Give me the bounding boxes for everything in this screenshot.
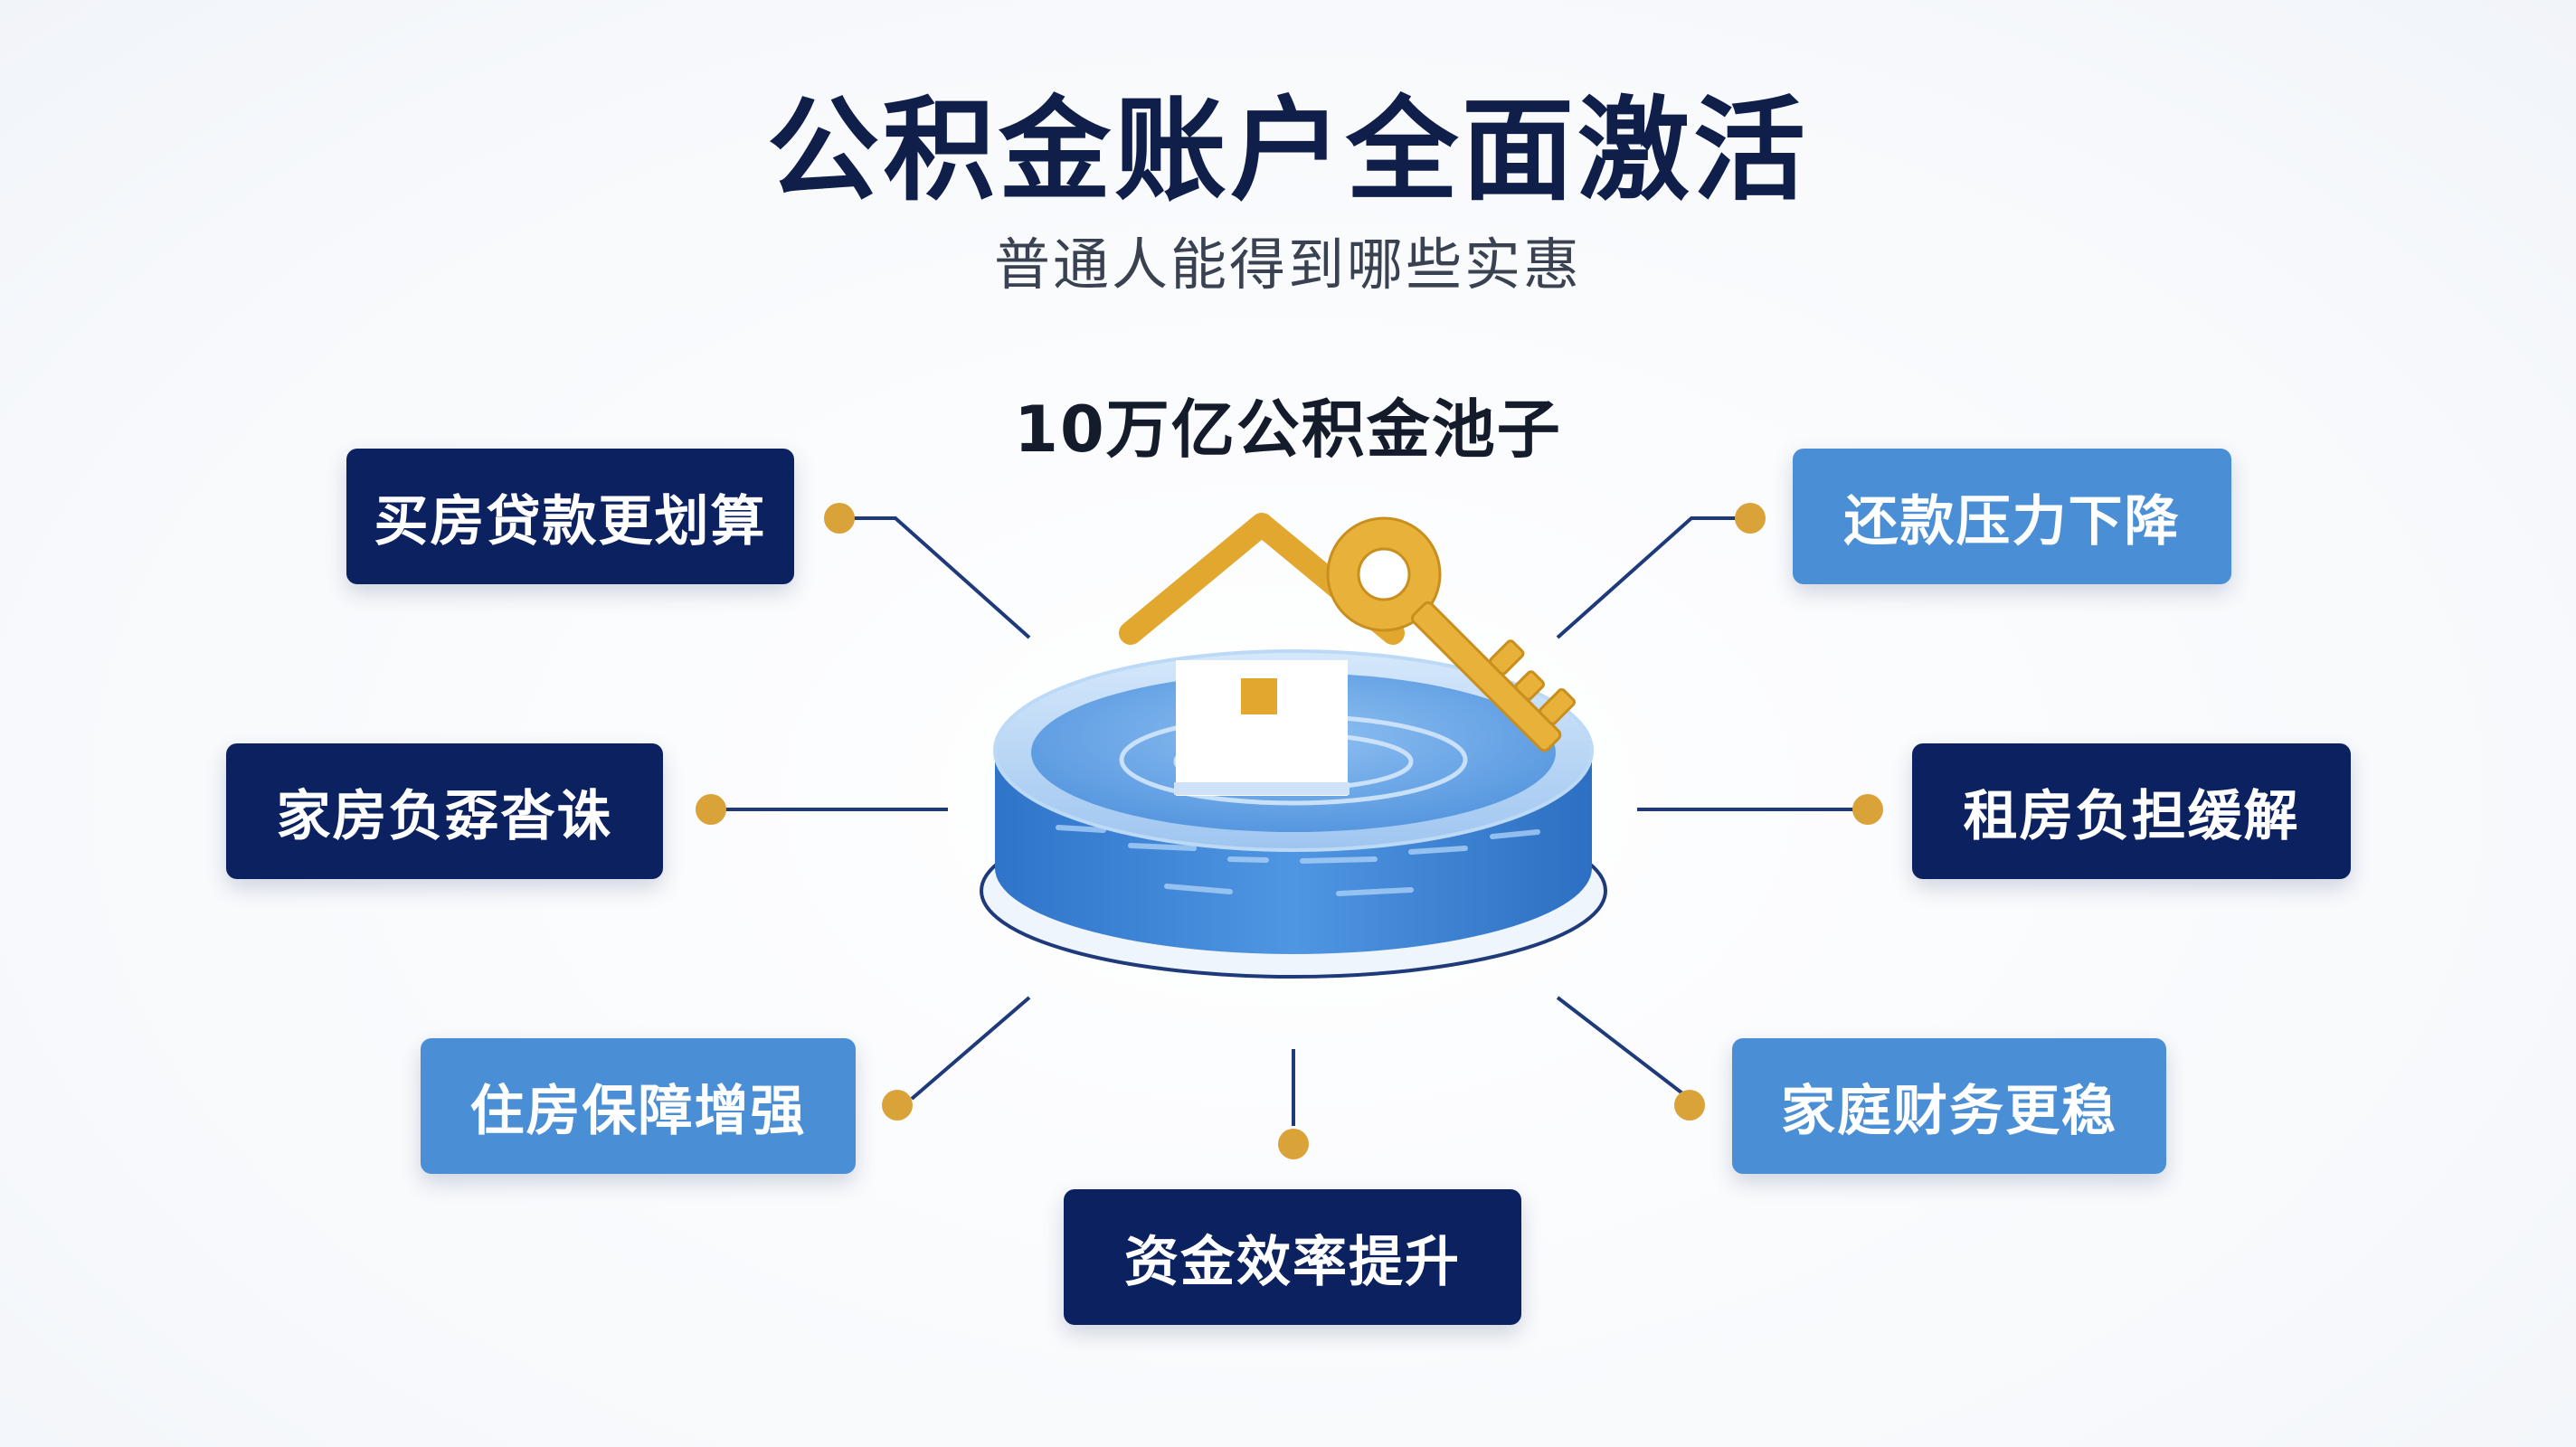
dot-mid-right <box>1852 794 1883 825</box>
dot-top-left <box>824 503 855 534</box>
dot-top-right <box>1735 503 1766 534</box>
page-subtitle: 普通人能得到哪些实惠 <box>993 232 1582 298</box>
benefit-mid-right: 租房负担缓解 <box>1912 743 2351 879</box>
benefit-top-left: 买房贷款更划算 <box>346 449 794 584</box>
connector-bottom-right <box>1556 996 1691 1101</box>
benefit-mid-left: 家房负孬沓诛 <box>226 743 663 879</box>
benefit-bottom-center: 资金效率提升 <box>1064 1189 1521 1325</box>
connector-top-right <box>1556 516 1750 639</box>
connector-top-left <box>839 516 1031 639</box>
dot-bottom-center <box>1278 1129 1309 1159</box>
benefit-top-right: 还款压力下降 <box>1793 449 2231 584</box>
benefit-bottom-right: 家庭财务更稳 <box>1732 1038 2166 1174</box>
center-label: 10万亿公积金池子 <box>1014 392 1562 467</box>
page-title: 公积金账户全面激活 <box>766 86 1809 216</box>
key-icon <box>1326 516 1576 752</box>
dot-mid-left <box>696 794 726 825</box>
benefit-bottom-left: 住房保障增强 <box>421 1038 856 1174</box>
dot-bottom-left <box>882 1090 913 1121</box>
house-icon <box>1119 513 1405 796</box>
connector-bottom-left <box>910 996 1031 1101</box>
pool-illustration <box>980 513 1607 979</box>
dot-bottom-right <box>1674 1090 1705 1121</box>
